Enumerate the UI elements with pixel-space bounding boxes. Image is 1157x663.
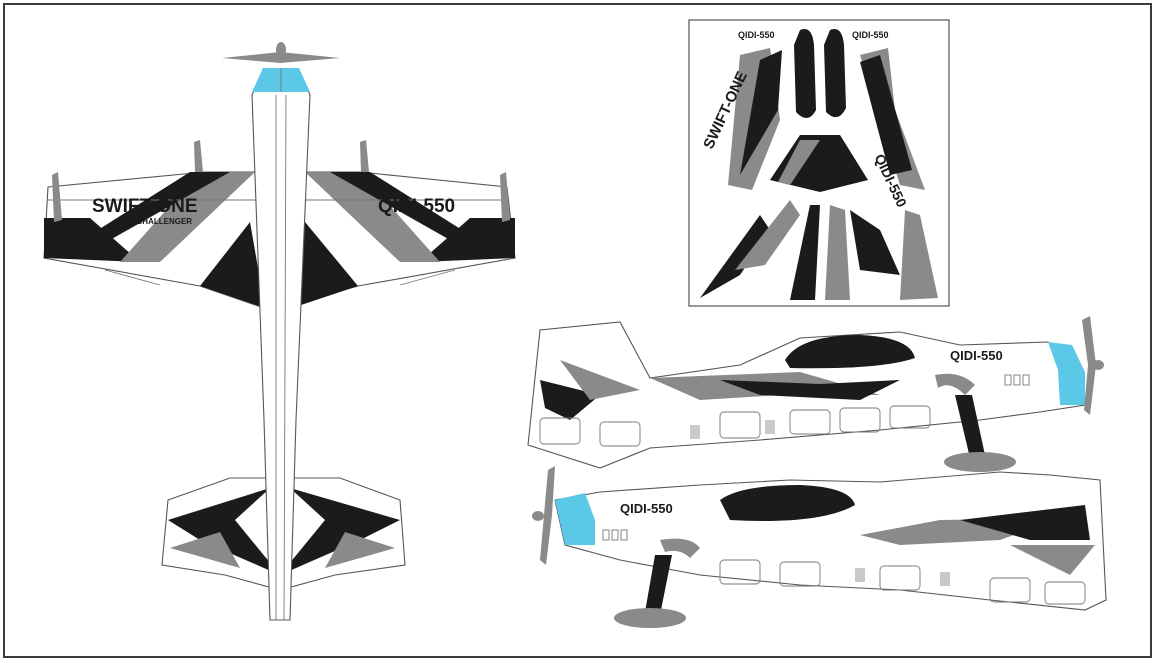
canopy-decal-right	[824, 29, 846, 118]
cowl-blue-1	[1048, 342, 1085, 405]
wing-decal-left-root	[200, 222, 265, 308]
spinner-2	[532, 511, 544, 521]
gear-fairing-right	[360, 140, 369, 172]
sheet-label-right: QIDI-550	[852, 30, 889, 40]
stab-decal-right	[280, 488, 400, 575]
sheet-bottom-streak-3	[790, 205, 820, 300]
tail-decal-1b	[560, 360, 640, 400]
wing-streak-left-dark	[90, 172, 230, 240]
sheet-bottom-streak-1	[700, 215, 770, 298]
cowl-blue-2	[555, 493, 595, 545]
sheet-bottom-streak-5	[850, 210, 900, 275]
stab-streak-left	[170, 532, 240, 568]
landing-gear-leg-1	[955, 395, 985, 458]
propeller-1	[1082, 316, 1096, 415]
wing-text-model: QIDI-550	[378, 196, 455, 217]
sheet-center-streak	[778, 140, 820, 185]
wing-text-sky-challenger: SKY CHALLENGER	[118, 217, 192, 226]
wing-text-swift-one: SWIFT-ONE	[92, 196, 198, 217]
fuselage-side-2	[554, 471, 1107, 611]
sheet-label-left: QIDI-550	[738, 30, 775, 40]
wing-streak-right	[305, 172, 440, 262]
wheel-pant-2	[614, 608, 686, 628]
propeller-2	[540, 466, 555, 565]
gear-fairing-left	[194, 140, 203, 172]
canopy-1	[785, 335, 915, 369]
tip-plate-left	[52, 172, 62, 222]
sheet-strip-left-black	[740, 50, 782, 175]
side-text-model-1: QIDI-550	[950, 348, 1003, 363]
canopy-2	[720, 485, 855, 521]
gear-fairing-1	[935, 373, 975, 395]
servo-1a	[690, 425, 700, 439]
tail-decal-1a	[540, 380, 600, 420]
side-view-right: QIDI-550	[527, 316, 1104, 472]
sheet-bottom-streak-2	[735, 200, 800, 270]
sheet-bottom-streak-4	[825, 205, 850, 300]
gear-fairing-2	[660, 538, 700, 558]
spinner-top	[276, 42, 286, 58]
side-view-left: QIDI-550	[532, 466, 1107, 628]
servo-2b	[940, 572, 950, 586]
tail-decal-2b	[1010, 545, 1095, 575]
wing-decal-right-root	[292, 222, 358, 308]
spinner-1	[1092, 360, 1104, 370]
wing-decal-right-tip	[420, 218, 515, 262]
servo-2a	[855, 568, 865, 582]
fuselage-streak-1-dark	[720, 380, 900, 400]
stab-streak-right	[325, 532, 395, 568]
sheet-strip-right-black	[860, 55, 912, 175]
tip-plate-right	[500, 172, 510, 222]
sheet-bottom-streak-6	[900, 210, 938, 300]
wing-streak-right-dark	[330, 172, 470, 240]
wheel-pant-1	[944, 452, 1016, 472]
stab-decal-left	[168, 488, 280, 575]
canopy-decal-left	[794, 29, 816, 119]
wing-streak-left	[120, 172, 255, 262]
top-view: SWIFT-ONE SKY CHALLENGER QIDI-550	[43, 42, 516, 621]
side-text-model-2: QIDI-550	[620, 501, 673, 516]
servo-1b	[765, 420, 775, 434]
wing-decal-left-tip	[44, 218, 140, 262]
tail-decal-2a	[960, 505, 1090, 540]
decal-sheet: QIDI-550 QIDI-550 SWIFT-ONE QIDI-550	[688, 19, 950, 307]
landing-gear-leg-2	[645, 555, 672, 615]
